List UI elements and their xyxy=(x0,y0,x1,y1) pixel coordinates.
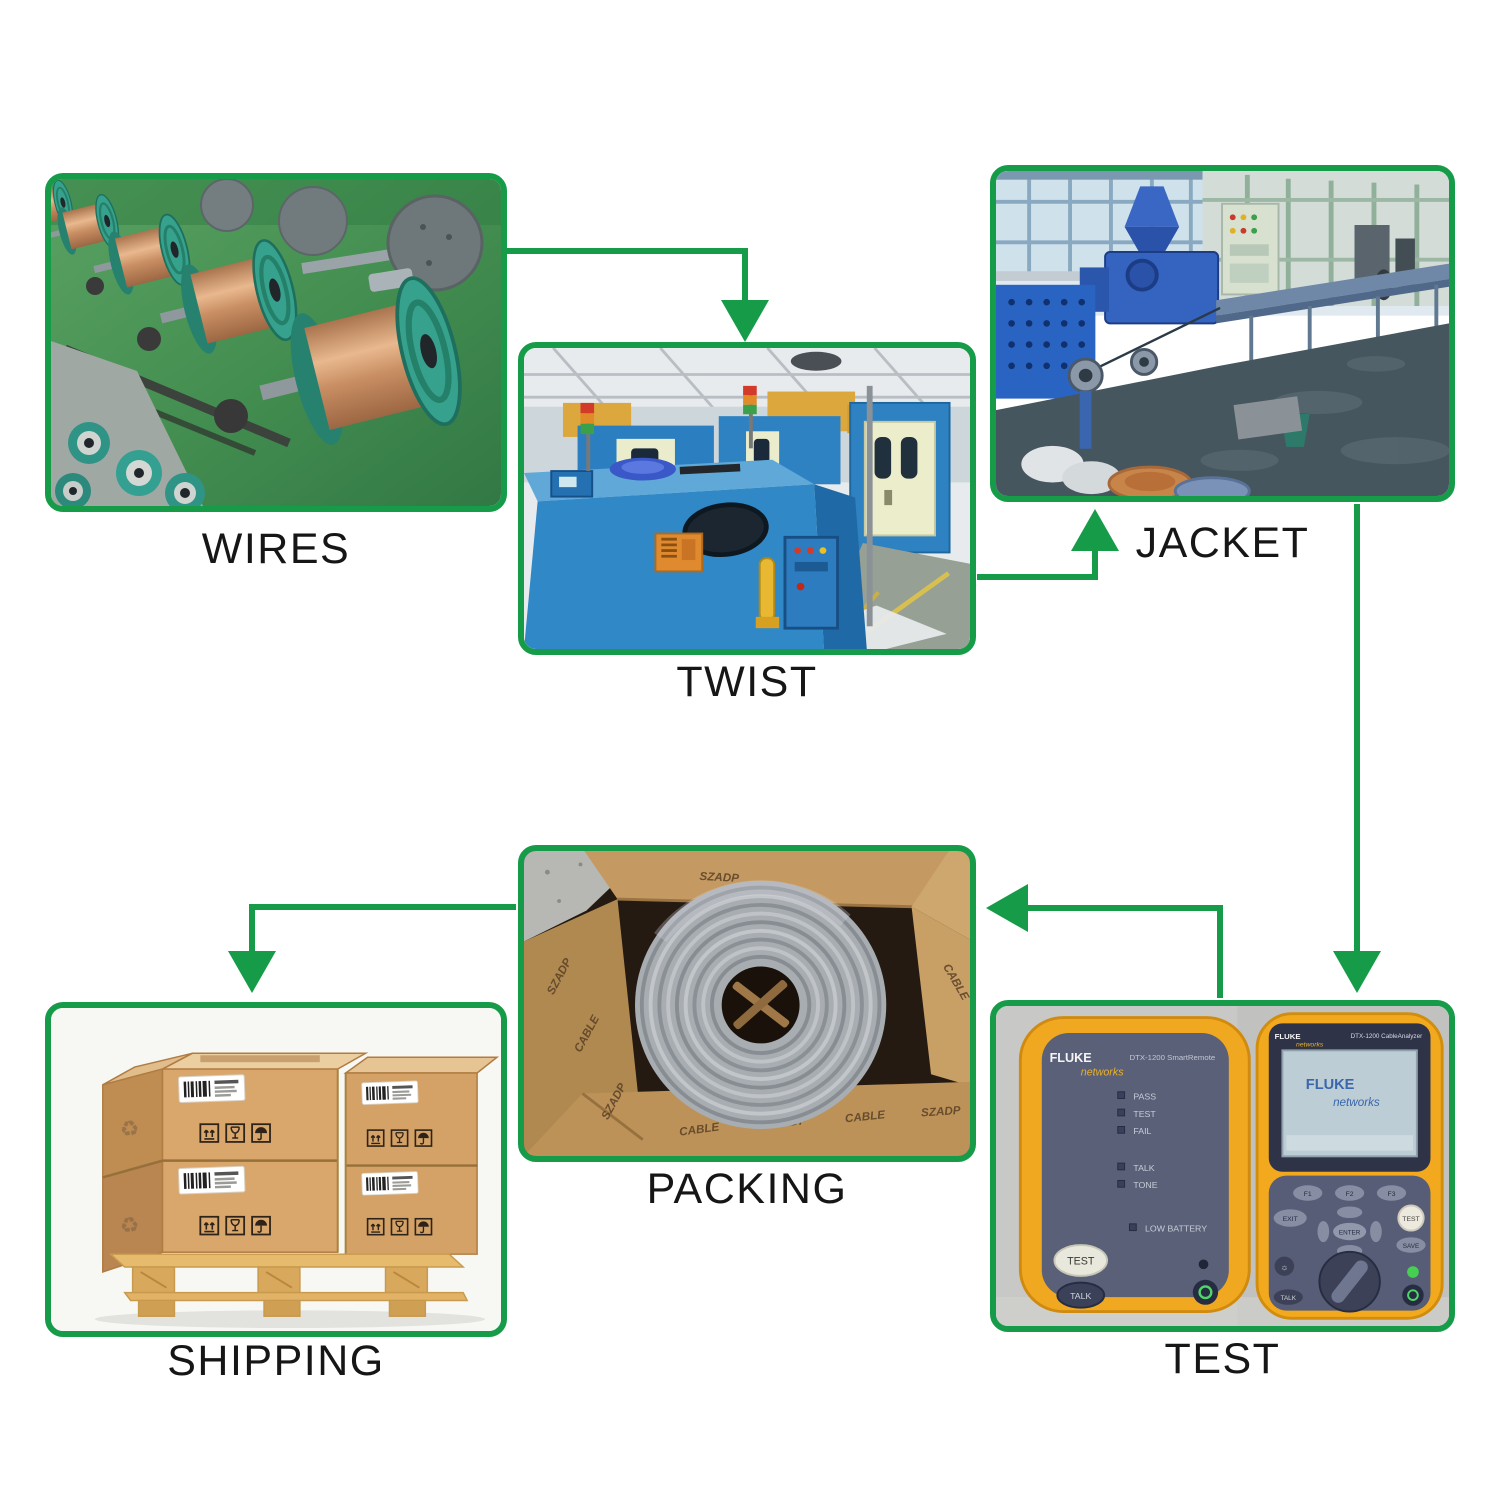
arrow-packing-to-shipping xyxy=(249,904,516,953)
svg-text:networks: networks xyxy=(1296,1042,1324,1049)
stage-panel-wires xyxy=(45,173,507,512)
cable-coil xyxy=(635,880,887,1130)
svg-text:LOW BATTERY: LOW BATTERY xyxy=(1145,1224,1207,1234)
exit-button[interactable]: EXIT xyxy=(1273,1209,1307,1227)
recycle-icons: ♻ ♻ xyxy=(118,1115,141,1239)
svg-text:FLUKE: FLUKE xyxy=(1306,1077,1355,1093)
stage-panel-packing: SZADP CABLE SZADP CABLE SZADP CABLE SZAD… xyxy=(518,845,976,1162)
function-keys[interactable]: F1 F2 F3 xyxy=(1293,1185,1407,1201)
signal-tower-lights xyxy=(580,385,873,627)
takeup-discs xyxy=(200,179,484,292)
electrical-cabinet xyxy=(783,535,840,630)
svg-text:SZADP: SZADP xyxy=(921,1104,962,1120)
svg-text:TONE: TONE xyxy=(1133,1180,1157,1190)
stage-label-jacket: JACKET xyxy=(1135,519,1310,567)
indicator-dot xyxy=(1198,1259,1209,1270)
twist-photo xyxy=(524,348,970,649)
svg-text:TALK: TALK xyxy=(1070,1291,1091,1301)
rotary-dial[interactable] xyxy=(1318,1250,1381,1313)
stage-label-test: TEST xyxy=(1164,1335,1281,1383)
lcd-screen: FLUKE networks xyxy=(1281,1049,1418,1158)
svg-text:DTX-1200 CableAnalyzer: DTX-1200 CableAnalyzer xyxy=(1351,1033,1423,1040)
svg-text:SZADP: SZADP xyxy=(699,870,739,885)
svg-text:SAVE: SAVE xyxy=(1403,1243,1419,1250)
concrete-floor xyxy=(51,341,203,506)
extruder-machine xyxy=(1079,186,1449,393)
test-button-right[interactable]: TEST xyxy=(1397,1204,1425,1232)
keypad-area xyxy=(1268,1175,1431,1311)
stage-panel-jacket xyxy=(990,165,1455,502)
stage-panel-test: FLUKE networks DTX-1200 SmartRemote PASS… xyxy=(990,1000,1455,1332)
power-button[interactable] xyxy=(1192,1279,1219,1305)
svg-text:TEST: TEST xyxy=(1133,1109,1156,1119)
arrowhead-down-twist xyxy=(721,300,769,342)
svg-text:TALK: TALK xyxy=(1281,1295,1297,1302)
stage-label-twist: TWIST xyxy=(676,658,818,706)
svg-text:TEST: TEST xyxy=(1067,1255,1095,1267)
stage-label-wires: WIRES xyxy=(201,525,351,573)
svg-text:DTX-1200 SmartRemote: DTX-1200 SmartRemote xyxy=(1129,1053,1215,1062)
arrow-test-to-packing xyxy=(1028,905,1223,998)
svg-text:EXIT: EXIT xyxy=(1283,1216,1298,1223)
guide-rollers xyxy=(86,277,248,433)
tester-left: FLUKE networks DTX-1200 SmartRemote PASS… xyxy=(1018,1016,1251,1313)
scrap-tray xyxy=(1233,396,1303,440)
svg-text:♻: ♻ xyxy=(118,1115,141,1142)
svg-text:F1: F1 xyxy=(1304,1191,1312,1198)
svg-text:TALK: TALK xyxy=(1133,1163,1154,1173)
wooden-pallet xyxy=(108,1253,469,1317)
control-cabinet xyxy=(1221,202,1280,296)
svg-text:F2: F2 xyxy=(1346,1191,1354,1198)
svg-text:☼: ☼ xyxy=(1280,1262,1288,1272)
power-button-right[interactable] xyxy=(1402,1284,1424,1306)
talk-button[interactable]: TALK xyxy=(1056,1281,1106,1309)
svg-text:♻: ♻ xyxy=(118,1211,141,1238)
backlight-button[interactable]: ☼ xyxy=(1274,1256,1295,1276)
svg-text:FAIL: FAIL xyxy=(1133,1126,1151,1136)
wires-photo xyxy=(51,179,501,506)
svg-text:networks: networks xyxy=(1333,1096,1380,1109)
tester-right: FLUKE networks DTX-1200 CableAnalyzer FL… xyxy=(1255,1012,1444,1320)
save-button[interactable]: SAVE xyxy=(1396,1237,1426,1253)
svg-text:F3: F3 xyxy=(1388,1191,1396,1198)
svg-text:PASS: PASS xyxy=(1133,1092,1156,1102)
arrowhead-left-packing xyxy=(986,884,1028,932)
svg-text:TEST: TEST xyxy=(1402,1216,1419,1223)
stage-panel-shipping: ♻ ♻ xyxy=(45,1002,507,1337)
green-led xyxy=(1407,1266,1419,1278)
test-button[interactable]: TEST xyxy=(1053,1244,1109,1277)
jacket-photo xyxy=(996,171,1449,496)
small-teal-reels xyxy=(55,422,205,506)
shipping-photo: ♻ ♻ xyxy=(51,1008,501,1331)
arrowhead-down-test xyxy=(1333,951,1381,993)
tall-blue-cabinet xyxy=(849,401,951,554)
talk-button-right[interactable]: TALK xyxy=(1273,1289,1303,1305)
svg-text:FLUKE: FLUKE xyxy=(1050,1051,1092,1065)
cable-coils-and-sacks xyxy=(1021,396,1310,496)
arrow-wires-to-twist xyxy=(507,248,748,302)
yellow-cylinder xyxy=(755,557,780,629)
svg-text:CABLE: CABLE xyxy=(844,1108,887,1125)
stage-label-packing: PACKING xyxy=(646,1165,848,1213)
floor-shadow xyxy=(94,1310,486,1329)
stage-label-shipping: SHIPPING xyxy=(167,1337,385,1385)
svg-text:FLUKE: FLUKE xyxy=(1275,1032,1301,1041)
floor-mottling xyxy=(1200,356,1449,471)
arrowhead-down-shipping xyxy=(228,951,276,993)
packing-photo: SZADP CABLE SZADP CABLE SZADP CABLE SZAD… xyxy=(524,851,970,1156)
stage-panel-twist xyxy=(518,342,976,655)
nav-cluster[interactable]: ENTER xyxy=(1317,1206,1382,1257)
svg-text:networks: networks xyxy=(1081,1066,1124,1078)
svg-text:CABLE: CABLE xyxy=(678,1120,721,1139)
carton-stack xyxy=(102,1052,500,1273)
test-photo: FLUKE networks DTX-1200 SmartRemote PASS… xyxy=(996,1006,1449,1326)
orange-control-box xyxy=(654,532,704,573)
factory-floor xyxy=(996,323,1449,496)
wire-guides-and-pulleys xyxy=(1067,306,1221,449)
twisting-machine xyxy=(524,457,867,649)
carton-flaps xyxy=(524,851,970,1156)
packing-tape xyxy=(200,1055,320,1063)
svg-text:ENTER: ENTER xyxy=(1339,1229,1361,1236)
led-labels: PASS TEST FAIL TALK TONE LOW BATTERY xyxy=(1117,1091,1207,1234)
